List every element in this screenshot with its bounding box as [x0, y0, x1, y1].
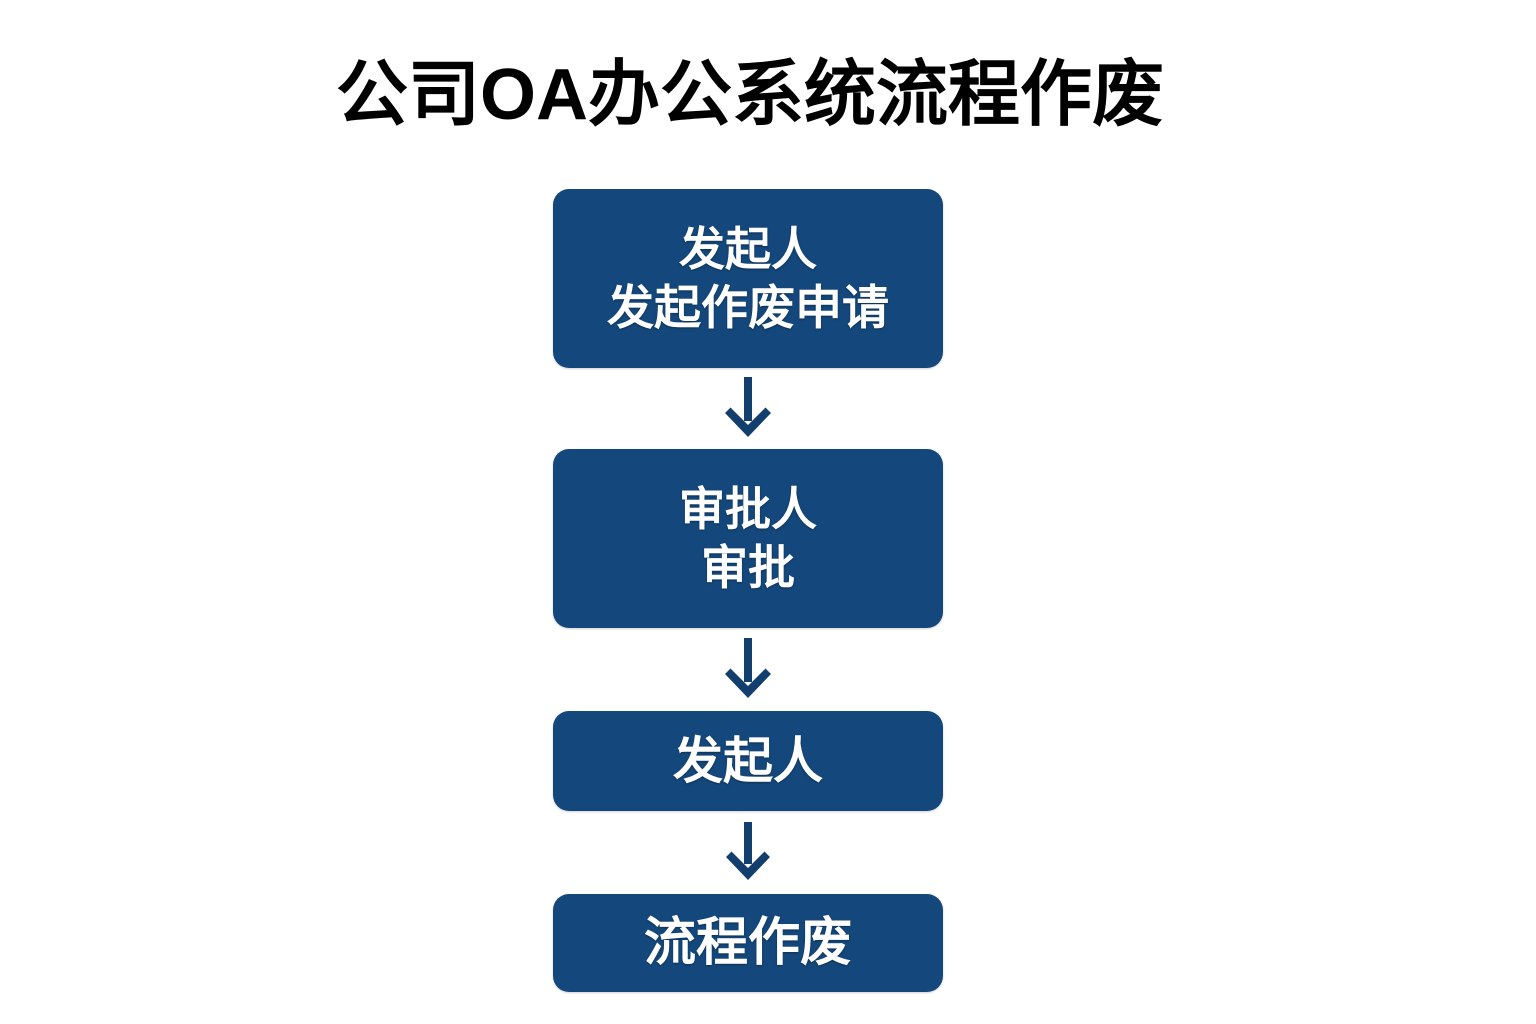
flow-connector-2	[553, 628, 943, 711]
flow-connector-3	[553, 811, 943, 894]
flow-connector-1	[553, 368, 943, 449]
flow-node-4-line-1: 流程作废	[643, 914, 852, 972]
arrow-down-icon	[717, 376, 779, 441]
flow-node-1-line-1: 发起人	[679, 222, 817, 275]
page-title-text: 公司OA办公系统流程作废	[335, 55, 1164, 135]
flow-node-3-line-1: 发起人	[673, 733, 823, 789]
flow-node-1-line-2: 发起作废申请	[607, 280, 889, 334]
flow-node-2-line-2: 审批	[701, 540, 795, 594]
arrow-down-icon	[719, 821, 777, 884]
flow-container: 发起人 发起作废申请 审批人 审批	[553, 189, 943, 992]
flow-node-2-line-1: 审批人	[679, 482, 817, 535]
page-title: 公司OA办公系统流程作废	[0, 52, 1536, 138]
flow-node-initiator-apply[interactable]: 发起人 发起作废申请	[553, 189, 943, 368]
flow-node-process-voided[interactable]: 流程作废	[553, 894, 943, 992]
flow-node-initiator[interactable]: 发起人	[553, 711, 943, 811]
arrow-down-icon	[717, 637, 779, 702]
flow-node-approver-approve[interactable]: 审批人 审批	[553, 449, 943, 628]
